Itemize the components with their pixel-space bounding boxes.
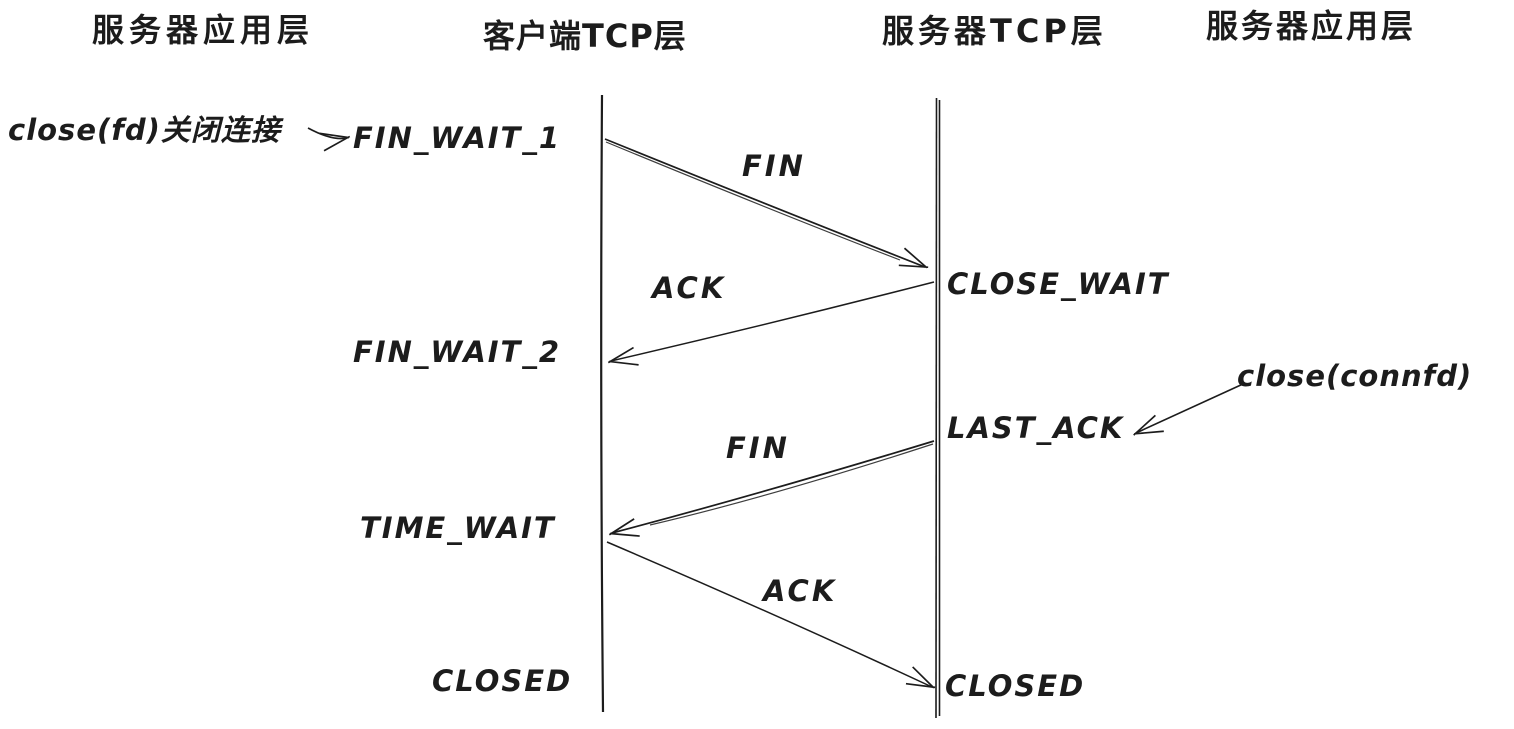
server-tcp-lifeline bbox=[935, 97, 941, 719]
message-ack-1-label: ACK bbox=[652, 271, 727, 305]
state-fin-wait-2: FIN_WAIT_2 bbox=[353, 335, 562, 369]
fin-2-arrow bbox=[608, 440, 935, 537]
server-close-arrow bbox=[1133, 383, 1244, 436]
state-time-wait: TIME_WAIT bbox=[360, 511, 556, 545]
state-closed-server: CLOSED bbox=[945, 669, 1086, 703]
header-client-tcp-layer: 客户端TCP层 bbox=[483, 17, 687, 55]
client-close-annotation: close(fd)关闭连接 bbox=[8, 113, 281, 147]
message-fin-1-label: FIN bbox=[742, 149, 806, 183]
state-close-wait: CLOSE_WAIT bbox=[947, 267, 1170, 301]
state-last-ack: LAST_ACK bbox=[947, 411, 1125, 445]
header-right-app-layer: 服务器应用层 bbox=[1206, 7, 1417, 45]
header-left-app-layer: 服务器应用层 bbox=[92, 11, 315, 49]
ack-2-arrow bbox=[606, 541, 936, 689]
client-tcp-lifeline bbox=[600, 94, 605, 713]
client-close-arrow bbox=[307, 127, 351, 152]
message-ack-2-label: ACK bbox=[763, 574, 838, 608]
state-fin-wait-1: FIN_WAIT_1 bbox=[353, 121, 562, 155]
message-fin-2-label: FIN bbox=[726, 431, 790, 465]
header-server-tcp-layer: 服务器TCP层 bbox=[882, 12, 1107, 50]
server-close-annotation: close(connfd) bbox=[1237, 359, 1473, 393]
ack-1-arrow bbox=[607, 281, 935, 366]
state-closed-client: CLOSED bbox=[432, 664, 573, 698]
fin-1-arrow bbox=[604, 138, 929, 269]
